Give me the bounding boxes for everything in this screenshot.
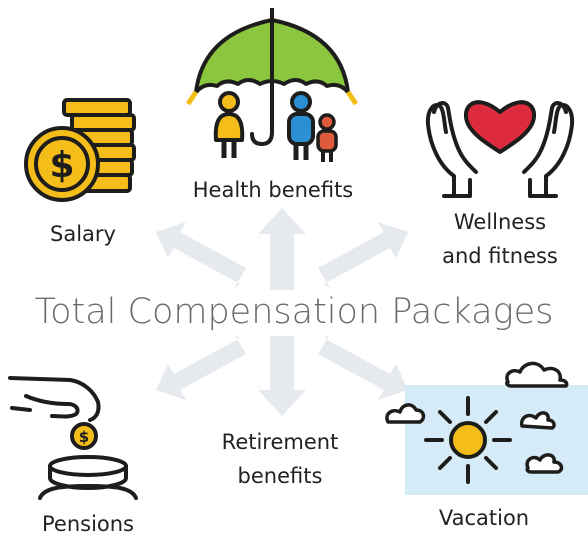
arrow-shaft-up xyxy=(270,230,294,290)
radiating-arrows xyxy=(156,208,408,416)
retirement-label-line1: Retirement xyxy=(221,430,339,454)
vacation-label: Vacation xyxy=(438,506,530,530)
wellness-label-line1: Wellness xyxy=(453,210,547,234)
coin-stack-icon: $ xyxy=(24,98,136,202)
retirement-label-line2: benefits xyxy=(237,464,323,488)
arrow-up-left xyxy=(156,222,246,288)
svg-text:$: $ xyxy=(49,145,74,186)
diagram-title: Total Compensation Packages xyxy=(34,292,554,332)
arrow-down-left xyxy=(156,334,246,400)
arrow-shaft-down xyxy=(270,336,294,394)
svg-text:$: $ xyxy=(79,428,89,446)
sun-clouds-icon xyxy=(385,361,588,495)
pensions-label: Pensions xyxy=(41,512,135,536)
salary-label: Salary xyxy=(50,222,116,246)
coin-jar-icon: $ xyxy=(8,376,138,500)
arrowhead-down xyxy=(258,390,306,416)
arrowhead-up xyxy=(258,208,306,234)
wellness-label-line2: and fitness xyxy=(442,244,558,268)
arrow-down-right xyxy=(318,334,408,400)
arrow-up-right xyxy=(318,222,408,288)
hands-heart-icon xyxy=(425,100,575,198)
umbrella-family-icon xyxy=(185,8,359,162)
health-benefits-label: Health benefits xyxy=(192,178,354,202)
